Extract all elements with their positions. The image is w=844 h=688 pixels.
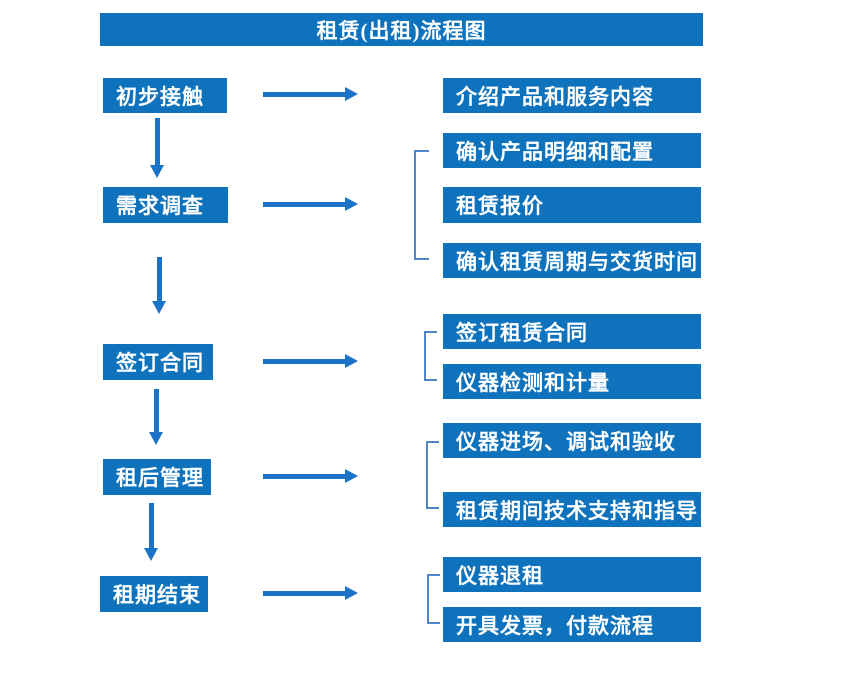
output-box-tech-support: 租赁期间技术支持和指导 (443, 492, 701, 527)
bracket-connector-sign-contract (424, 331, 437, 381)
arrow-shaft (154, 389, 159, 433)
arrow-head (345, 354, 358, 368)
page-title: 租赁(出租)流程图 (100, 13, 703, 46)
arrow-head (345, 586, 358, 600)
arrow-shaft (263, 359, 345, 364)
output-box-rental-quote: 租赁报价 (443, 187, 701, 223)
arrow-head (345, 87, 358, 101)
step-box-rental-end: 租期结束 (100, 576, 208, 612)
output-box-instrument-return: 仪器退租 (443, 557, 701, 592)
arrow-shaft (263, 591, 345, 596)
arrow-shaft (149, 503, 154, 549)
arrow-head (345, 469, 358, 483)
output-box-introduce-products: 介绍产品和服务内容 (443, 78, 701, 113)
step-box-sign-contract: 签订合同 (103, 344, 213, 380)
arrow-shaft (155, 118, 160, 166)
bracket-connector-rental-end (427, 574, 440, 624)
output-box-instrument-setup: 仪器进场、调试和验收 (443, 423, 701, 458)
arrow-head (345, 197, 358, 211)
bracket-connector-post-rental (426, 441, 439, 509)
arrow-head (152, 301, 166, 314)
output-box-confirm-period-delivery: 确认租赁周期与交货时间 (443, 243, 701, 278)
bracket-connector-demand-survey (414, 150, 429, 260)
arrow-shaft (263, 202, 345, 207)
arrow-head (150, 165, 164, 178)
arrow-head (144, 548, 158, 561)
arrow-shaft (263, 92, 345, 97)
output-box-confirm-details: 确认产品明细和配置 (443, 133, 701, 168)
output-box-instrument-testing: 仪器检测和计量 (443, 364, 701, 399)
step-box-initial-contact: 初步接触 (103, 78, 227, 113)
output-box-invoice-payment: 开具发票，付款流程 (443, 607, 701, 642)
step-box-demand-survey: 需求调查 (103, 187, 228, 223)
arrow-shaft (263, 474, 345, 479)
arrow-shaft (157, 257, 162, 302)
arrow-head (149, 432, 163, 445)
step-box-post-rental-management: 租后管理 (103, 459, 211, 495)
output-box-sign-rental-contract: 签订租赁合同 (443, 314, 701, 349)
